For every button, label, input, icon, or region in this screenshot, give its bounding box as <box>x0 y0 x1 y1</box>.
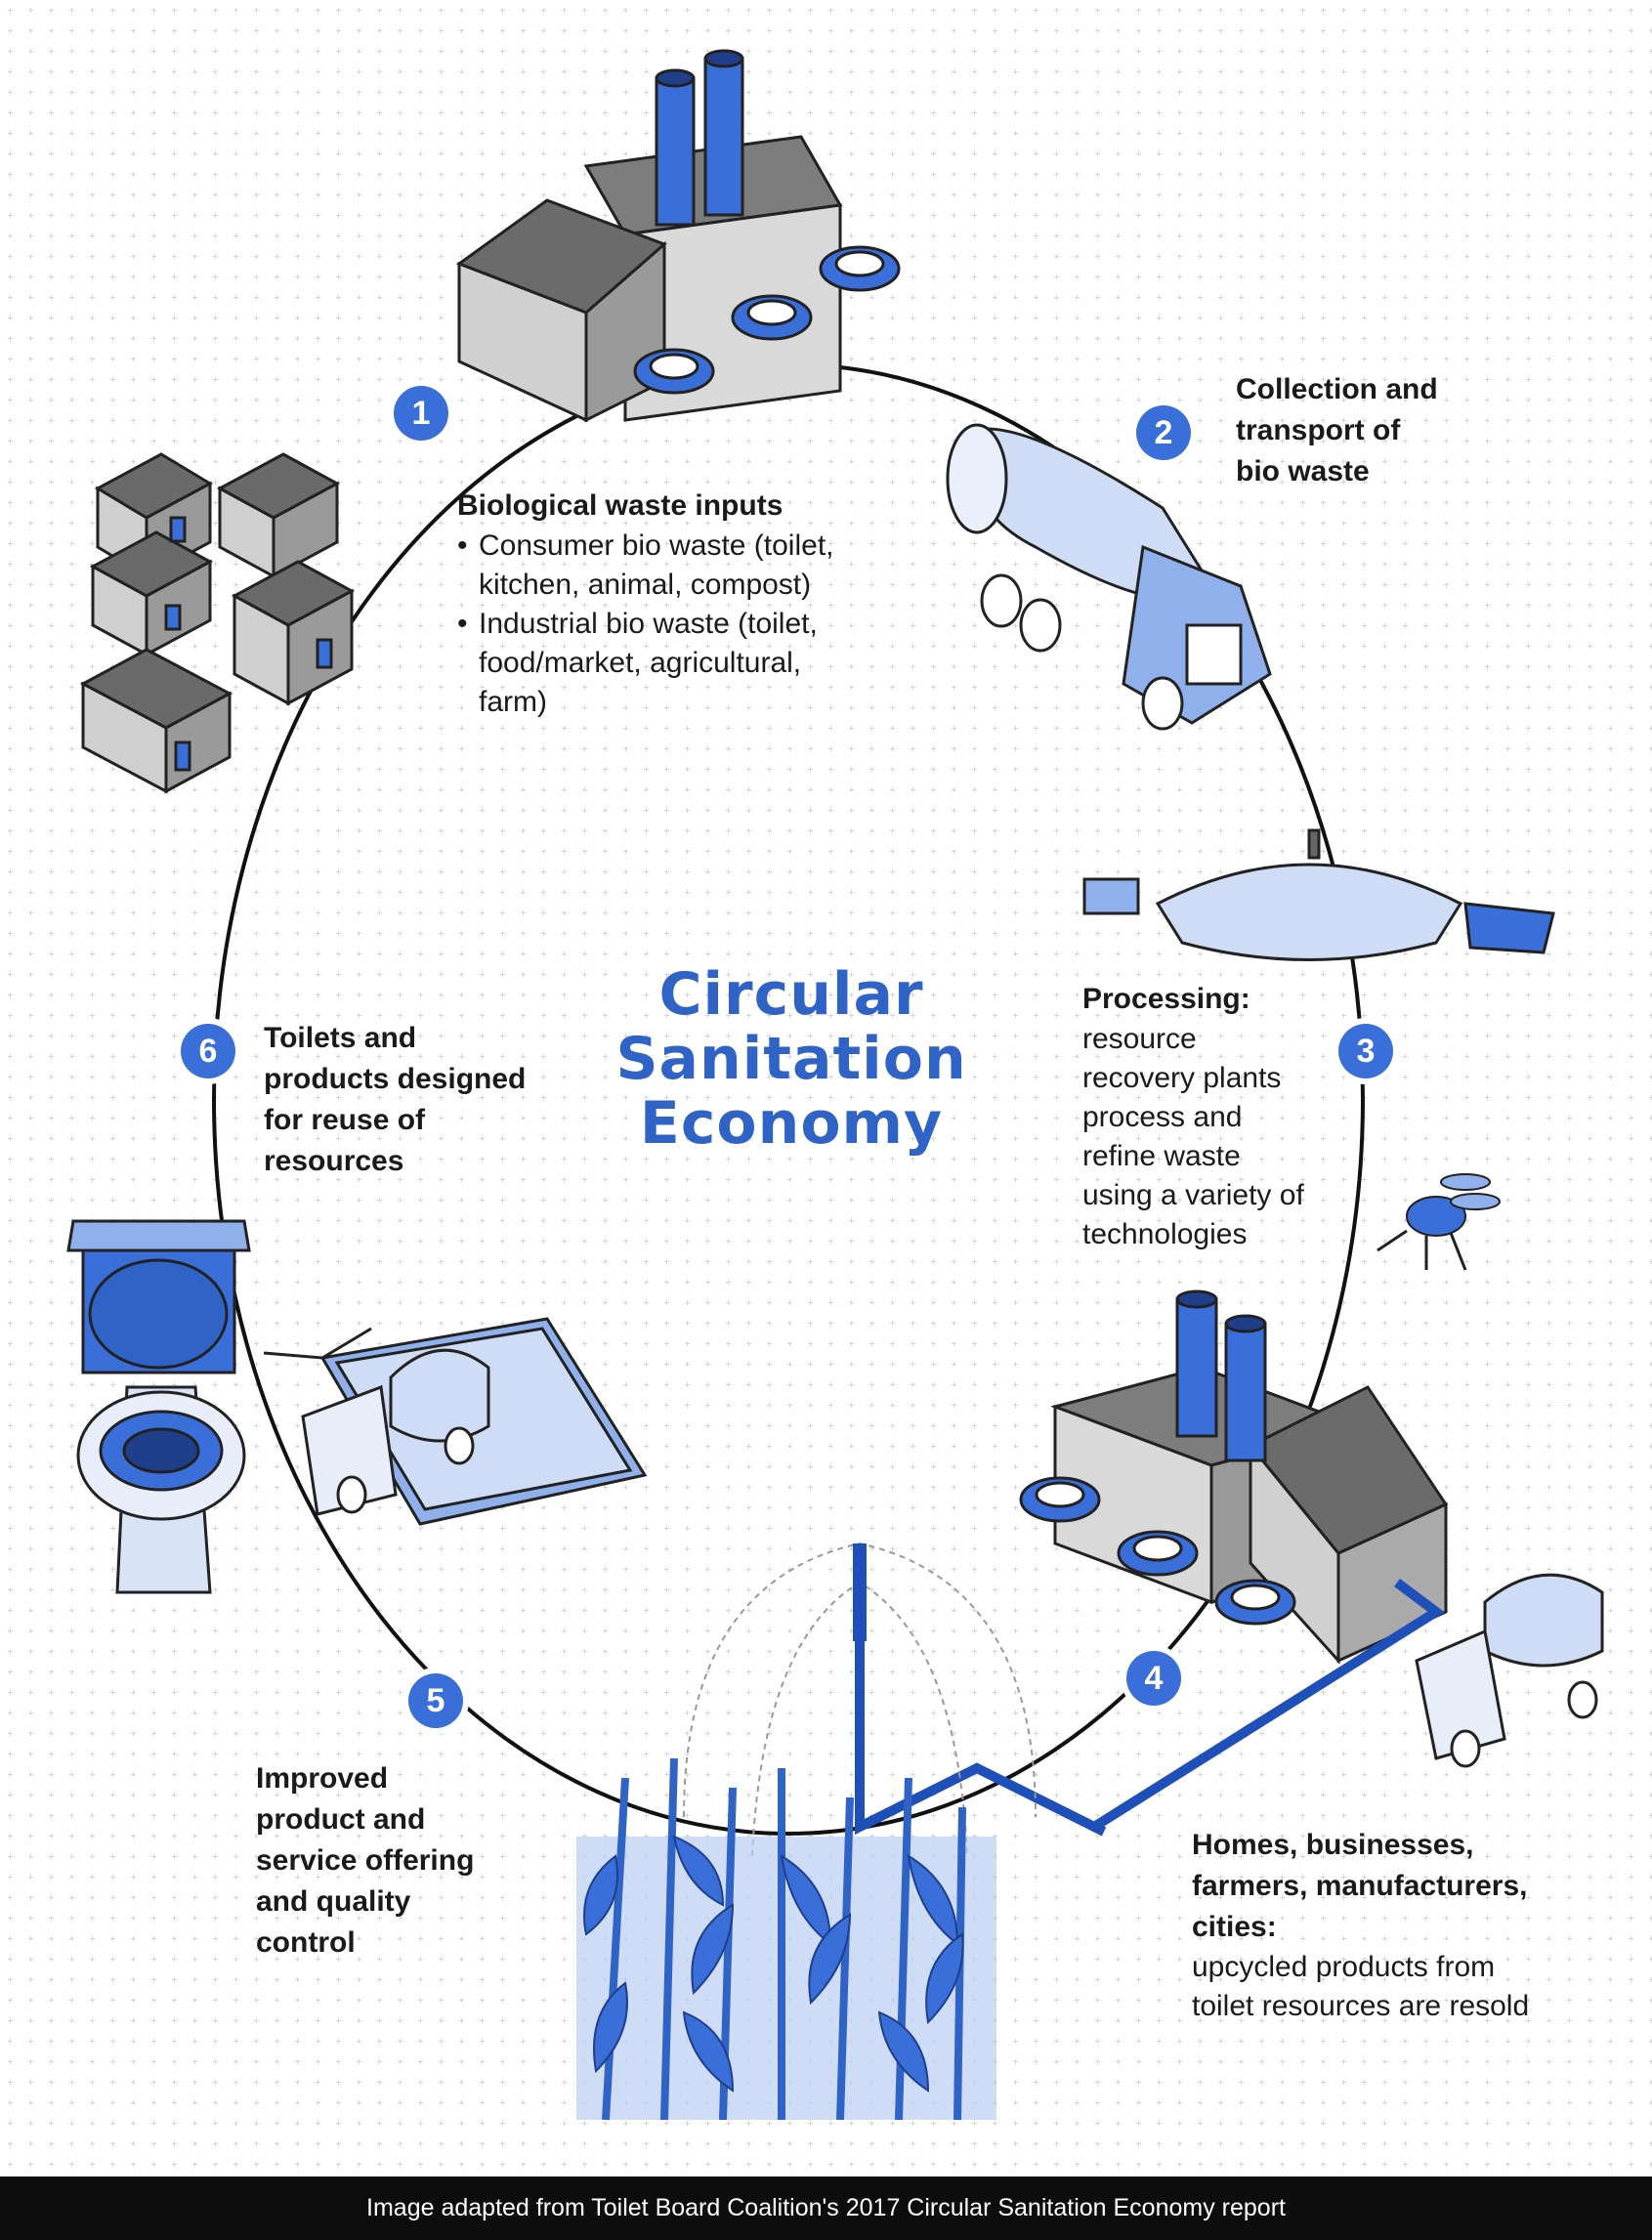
step-1-bullet: Industrial bio waste (toilet, food/marke… <box>457 605 848 722</box>
tanker-truck-icon <box>1415 1573 1604 1768</box>
title-line-3: Economy <box>639 1089 944 1158</box>
step-2-badge: 2 <box>1136 405 1191 460</box>
step-1-heading: Biological waste inputs <box>457 489 784 522</box>
sprinkler-icon <box>683 1542 1037 1857</box>
title-line-1: Circular <box>658 960 924 1029</box>
step-4-badge: 4 <box>1126 1651 1181 1706</box>
step-3-body: resource recovery plants process and ref… <box>1082 1023 1304 1250</box>
step-2-heading: Collection and transport of bio waste <box>1236 373 1438 487</box>
diagram-title: Circular Sanitation Economy <box>547 962 1036 1156</box>
step-5-badge: 5 <box>408 1673 463 1728</box>
tanker-truck-icon <box>301 1348 490 1516</box>
step-4-body: upcycled products from toilet resources … <box>1192 1951 1530 2022</box>
step-3-badge: 3 <box>1338 1024 1393 1078</box>
step-3-label: Processing: resource recovery plants pro… <box>1082 979 1317 1254</box>
houses-icon <box>79 452 356 794</box>
tanker-truck-icon <box>946 423 1272 731</box>
footer-bar: Image adapted from Toilet Board Coalitio… <box>0 2177 1652 2240</box>
step-3-heading: Processing: <box>1082 983 1250 1015</box>
title-line-2: Sanitation <box>615 1025 967 1093</box>
step-1-label: Biological waste inputs Consumer bio was… <box>457 486 848 722</box>
step-4-heading: Homes, businesses, farmers, manufacturer… <box>1192 1829 1528 1943</box>
step-6-heading: Toilets and products designed for reuse … <box>264 1022 527 1177</box>
step-1-badge: 1 <box>394 386 448 441</box>
footer-credit: Image adapted from Toilet Board Coalitio… <box>366 2194 1286 2221</box>
step-5-heading: Improved product and service offering an… <box>256 1762 475 1959</box>
factory-icon <box>455 49 901 423</box>
step-4-label: Homes, businesses, farmers, manufacturer… <box>1192 1825 1563 2026</box>
step-1-bullets: Consumer bio waste (toilet, kitchen, ani… <box>457 527 848 722</box>
step-6-badge: 6 <box>181 1024 235 1078</box>
fly-icon <box>1377 1173 1501 1271</box>
toilet-icon <box>66 1219 251 1594</box>
digester-icon <box>1082 828 1555 961</box>
step-1-bullet: Consumer bio waste (toilet, kitchen, ani… <box>457 527 848 605</box>
factory-icon <box>1019 1289 1449 1665</box>
corn-field-icon <box>576 1757 996 2121</box>
